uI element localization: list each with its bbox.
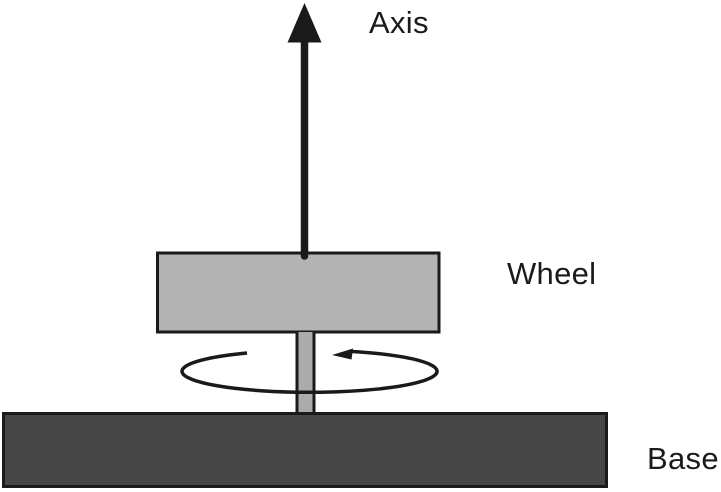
rotation-arrowhead	[332, 348, 353, 360]
rotation-arrow	[180, 348, 439, 395]
axis-arrowhead	[287, 3, 322, 43]
rotation-arrow-curve	[180, 349, 439, 395]
axis-label: Axis	[369, 5, 429, 40]
axle-shape	[295, 332, 316, 412]
axle-fill	[298, 332, 313, 412]
wheel-label: Wheel	[507, 256, 597, 291]
base-label: Base	[647, 441, 719, 476]
base-shape	[2, 412, 608, 488]
wheel-shape	[156, 251, 441, 334]
axis-arrow	[287, 3, 322, 260]
